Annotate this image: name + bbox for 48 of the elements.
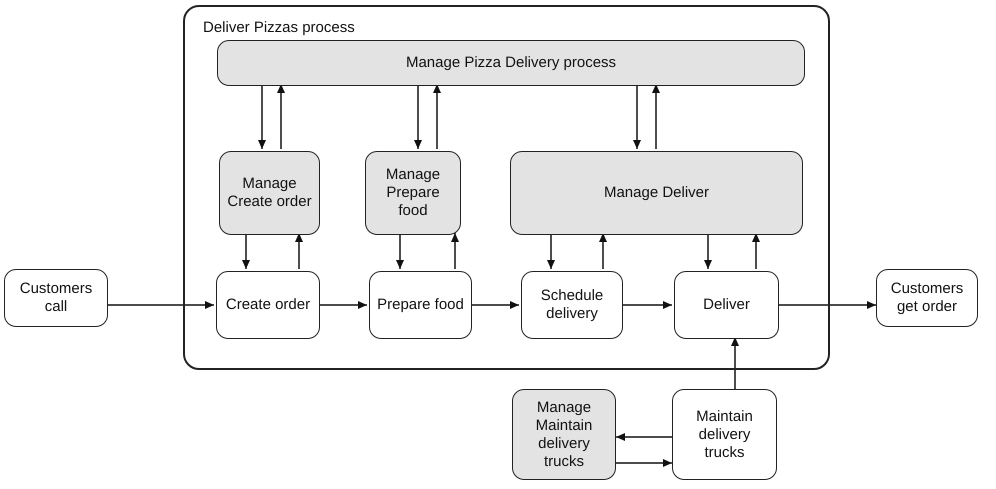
management-box [365,151,461,235]
process-box [4,269,108,327]
arrow [108,301,214,309]
process-box [521,271,623,339]
management-box [510,151,803,235]
arrow [258,84,266,149]
arrow [547,233,555,269]
node-label: Create order [224,296,312,314]
management-box [217,40,805,86]
arrow [652,84,660,149]
arrow [451,233,459,269]
node-label: Customers get order [890,280,964,316]
arrow [621,301,672,309]
process-container [183,5,830,370]
management-box [219,151,320,235]
arrow [731,337,739,389]
arrow [752,233,760,269]
arrow [295,233,303,269]
node-label: Maintain delivery trucks [695,408,754,462]
process-box [674,271,779,339]
node-label: Deliver [702,296,751,314]
process-box [369,271,472,339]
arrow [616,433,672,441]
arrow [414,84,422,149]
node-label: Schedule delivery [540,287,604,323]
process-box [876,269,978,327]
node-label: Manage Prepare food [384,166,442,220]
process-box [672,389,777,480]
arrow [777,301,876,309]
arrow [318,301,367,309]
node-label: Prepare food [376,296,465,314]
node-label: Manage Create order [226,175,313,211]
arrow [633,84,641,149]
management-box [512,389,616,480]
arrow [599,233,607,269]
node-label: Manage Deliver [602,184,710,202]
arrow [277,84,285,149]
arrow [704,233,712,269]
node-label: Deliver Pizzas process [203,19,355,37]
arrow [242,233,250,269]
arrow [616,459,672,467]
arrow [396,233,404,269]
process-box [216,271,320,339]
arrow [470,301,519,309]
node-label: Manage Pizza Delivery process [404,54,618,72]
node-label: Customers call [18,280,94,316]
arrow [433,84,441,149]
node-label: Manage Maintain delivery trucks [534,398,594,470]
